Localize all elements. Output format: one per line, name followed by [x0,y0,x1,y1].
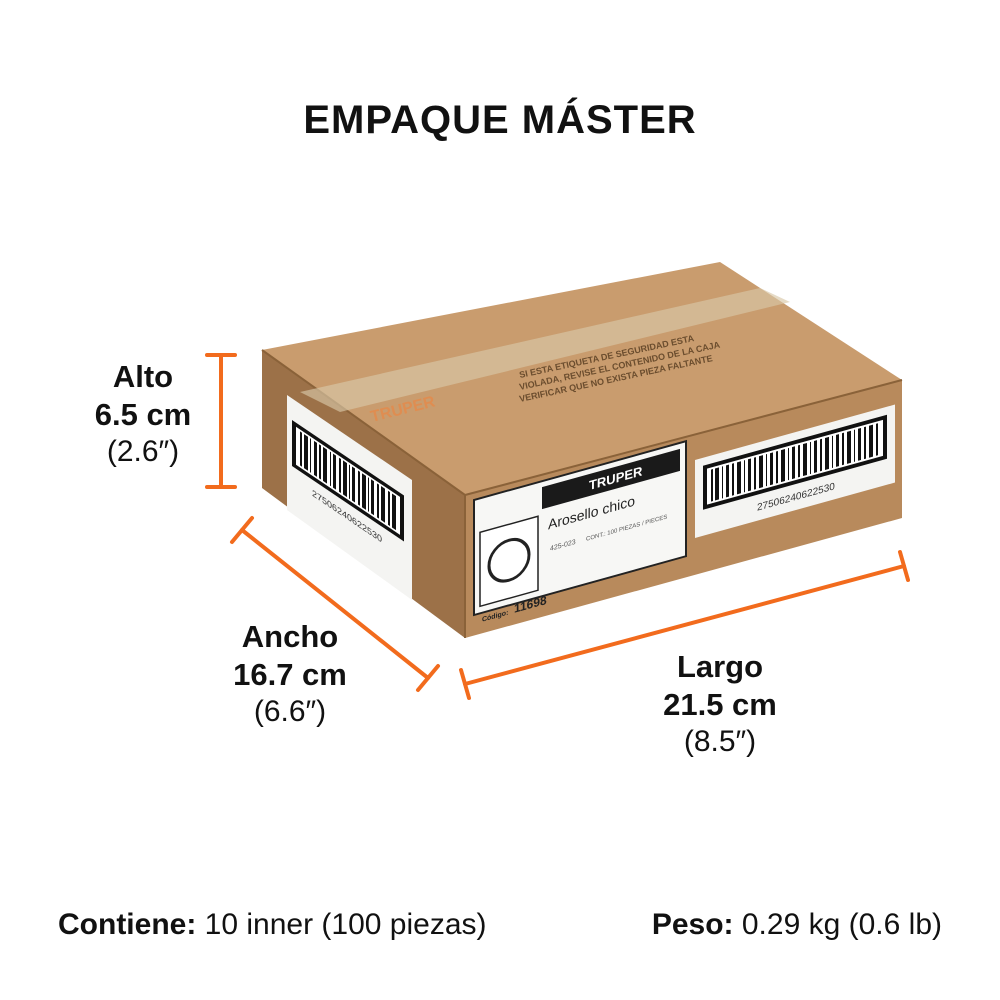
ancho-label: Ancho [241,619,339,654]
dimension-alto: Alto 6.5 cm (2.6″) [88,358,198,470]
weight-value: 0.29 kg (0.6 lb) [741,908,942,941]
alto-label: Alto [112,359,174,394]
ancho-marker [240,528,430,680]
largo-metric: 21.5 cm [663,686,777,722]
box-top [262,262,902,495]
ancho-imperial: (6.6″) [253,694,327,728]
weight-info: Peso: 0.29 kg (0.6 lb) [652,908,942,942]
front-barcode-label: 27506240622530 [695,404,895,538]
packing-tape [300,288,790,412]
dimension-markers [205,353,910,700]
largo-imperial: (8.5″) [683,724,757,758]
contents-label: Contiene: [58,908,197,941]
alto-metric: 6.5 cm [94,396,192,432]
page-title: EMPAQUE MÁSTER [303,98,697,142]
largo-label: Largo [676,649,764,684]
weight-label: Peso: [651,908,734,941]
alto-imperial: (2.6″) [106,434,180,468]
contents-info: Contiene: 10 inner (100 piezas) [58,908,487,942]
largo-marker [463,564,906,686]
ancho-metric: 16.7 cm [233,656,347,692]
contents-value: 10 inner (100 piezas) [204,908,487,941]
o-ring-icon [487,537,531,583]
dimension-largo: Largo 21.5 cm (8.5″) [640,648,800,760]
product-label: TRUPER Arosello chico 425-023 CONT.: 100… [473,439,687,624]
dimension-ancho: Ancho 16.7 cm (6.6″) [215,618,365,730]
